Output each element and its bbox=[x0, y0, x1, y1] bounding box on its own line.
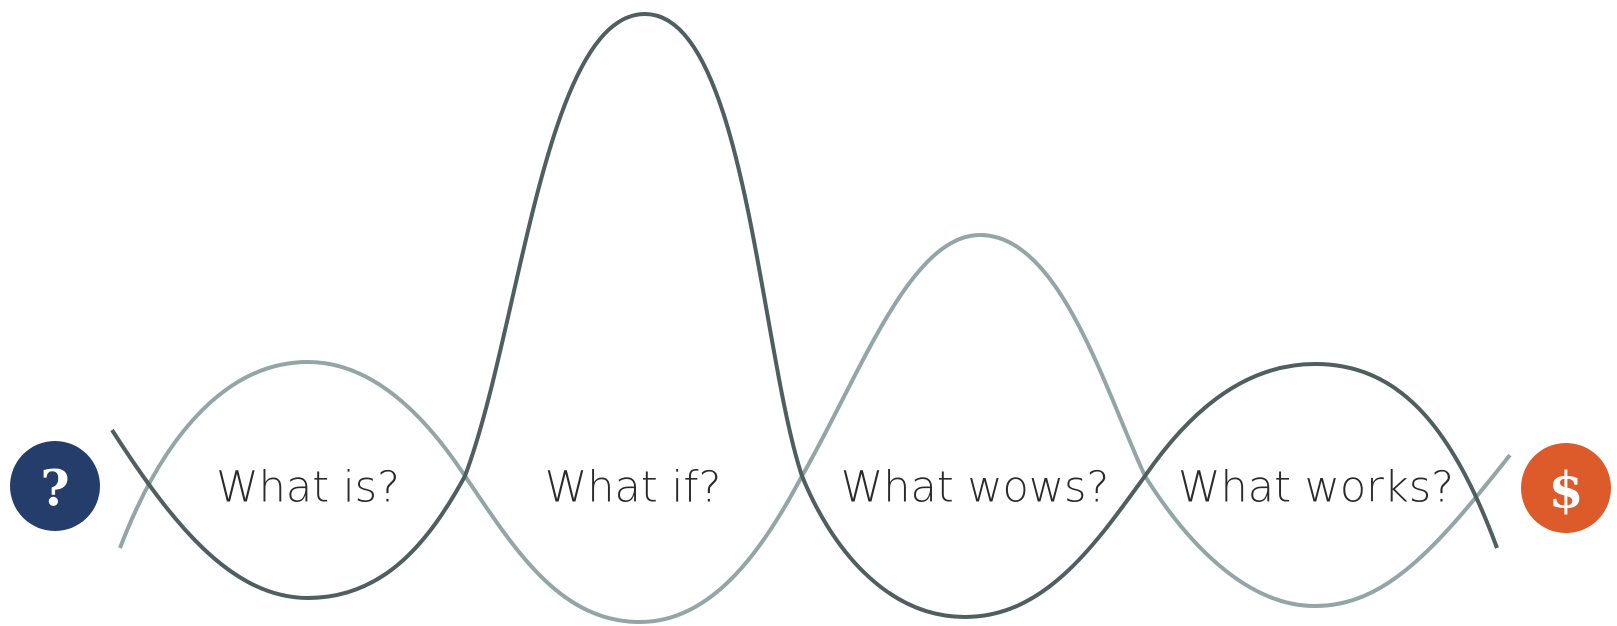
question-mark-icon: ? bbox=[10, 441, 100, 531]
phase-label-what-wows: What wows? bbox=[841, 463, 1110, 513]
phase-label-what-works: What works? bbox=[1178, 463, 1454, 513]
light-wave-curve bbox=[118, 233, 1512, 624]
phase-label-what-is: What is? bbox=[216, 463, 400, 513]
dark-wave-curve bbox=[110, 12, 1499, 619]
svg-text:$: $ bbox=[1549, 461, 1584, 520]
dollar-sign-icon: $ bbox=[1521, 443, 1611, 533]
svg-text:?: ? bbox=[40, 459, 69, 518]
phase-label-what-if: What if? bbox=[545, 463, 722, 513]
